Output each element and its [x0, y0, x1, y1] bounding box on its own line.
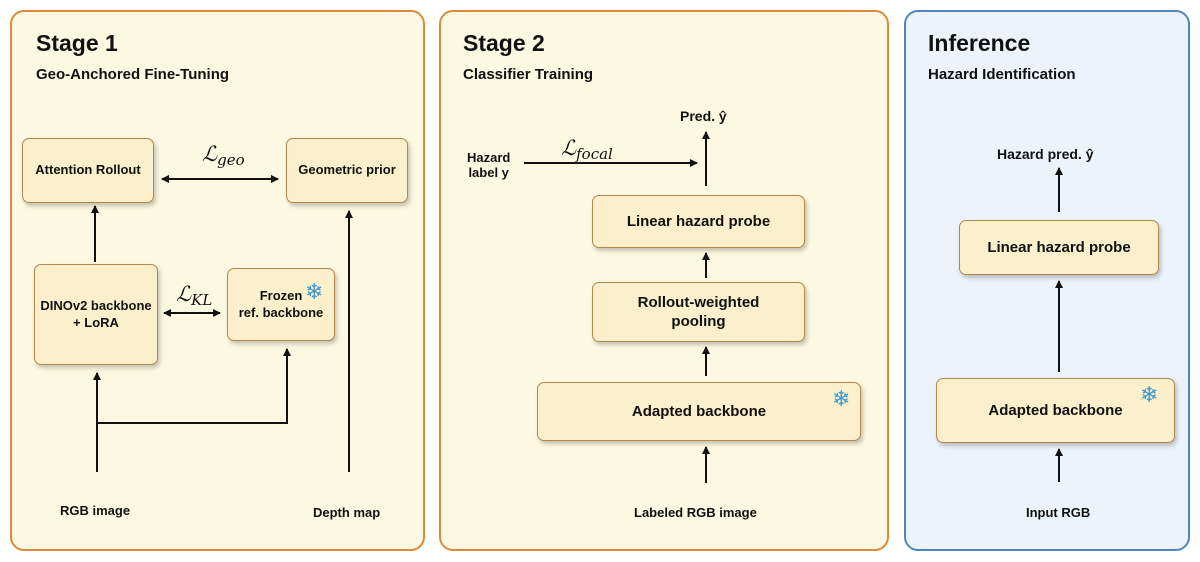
stage2-backbone-label: Adapted backbone	[631, 402, 767, 420]
hazard-label-text: Hazard label y	[467, 150, 511, 180]
snowflake-icon: ❄	[1140, 382, 1159, 407]
stage1-subtitle: Geo-Anchored Fine-Tuning	[36, 66, 230, 83]
hazard-pred-label: Hazard pred. ŷ	[997, 146, 1094, 162]
dinov2-backbone-label: DINOv2 backbone + LoRA	[40, 297, 152, 330]
stage2-backbone-box: Adapted backbone	[537, 382, 861, 441]
inference-backbone-label: Adapted backbone	[988, 401, 1123, 419]
stage2-title: Stage 2	[463, 30, 545, 56]
inference-probe-box: Linear hazard probe	[959, 220, 1159, 275]
loss-focal-label: ℒfocal	[561, 136, 613, 163]
stage2-probe-label: Linear hazard probe	[626, 212, 771, 230]
depth-map-label: Depth map	[313, 505, 381, 520]
frozen-backbone-box: Frozen ref. backbone	[227, 268, 335, 341]
attention-rollout-label: Attention Rollout	[35, 162, 141, 178]
loss-kl-label: ℒKL	[176, 282, 213, 309]
attention-rollout-box: Attention Rollout	[22, 138, 154, 203]
frozen-backbone-label: Frozen ref. backbone	[238, 287, 324, 320]
inference-title: Inference	[928, 30, 1031, 56]
loss-geo-label: ℒgeo	[202, 142, 245, 169]
rollout-pooling-box: Rollout-weighted pooling	[592, 282, 805, 342]
stage1-title: Stage 1	[36, 30, 118, 56]
stage2-panel	[439, 10, 889, 551]
stage2-subtitle: Classifier Training	[463, 66, 594, 83]
inference-probe-label: Linear hazard probe	[987, 238, 1131, 256]
geometric-prior-label: Geometric prior	[298, 162, 396, 178]
inference-panel	[904, 10, 1190, 551]
dinov2-backbone-box: DINOv2 backbone + LoRA	[34, 264, 158, 365]
inference-subtitle: Hazard Identification	[928, 66, 1076, 83]
labeled-rgb-label: Labeled RGB image	[634, 505, 757, 520]
stage2-probe-box: Linear hazard probe	[592, 195, 805, 248]
inference-backbone-box: Adapted backbone	[936, 378, 1175, 443]
snowflake-icon: ❄	[305, 279, 324, 304]
rgb-image-label: RGB image	[60, 503, 131, 518]
pred-label: Pred. ŷ	[680, 108, 727, 124]
rollout-pooling-label: Rollout-weighted pooling	[637, 293, 760, 331]
snowflake-icon: ❄	[832, 386, 851, 411]
input-rgb-label: Input RGB	[1026, 505, 1091, 520]
geometric-prior-box: Geometric prior	[286, 138, 408, 203]
